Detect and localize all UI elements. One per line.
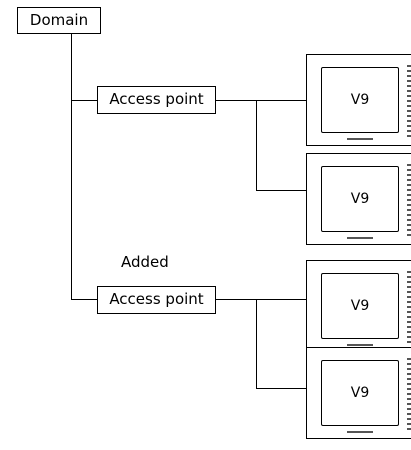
device-logo-bar bbox=[347, 344, 373, 346]
ap1-fork-line bbox=[256, 100, 257, 190]
device-screen: V9 bbox=[321, 273, 399, 339]
ap2-to-device4-line bbox=[256, 388, 307, 389]
added-label: Added bbox=[121, 253, 169, 271]
v9-device-3: V9 bbox=[306, 260, 411, 352]
domain-box: Domain bbox=[17, 7, 101, 34]
device-label: V9 bbox=[350, 385, 370, 401]
device-buttons bbox=[407, 271, 411, 343]
device-label: V9 bbox=[350, 92, 370, 108]
device-screen: V9 bbox=[321, 67, 399, 133]
device-logo-bar bbox=[347, 431, 373, 433]
device-label: V9 bbox=[350, 191, 370, 207]
v9-device-1: V9 bbox=[306, 54, 411, 146]
device-buttons bbox=[407, 164, 411, 236]
device-buttons bbox=[407, 65, 411, 137]
ap2-to-device3-line bbox=[215, 299, 307, 300]
device-logo-bar bbox=[347, 138, 373, 140]
access-point-box-2: Access point bbox=[97, 286, 216, 314]
branch-line-ap1 bbox=[71, 100, 98, 101]
v9-device-4: V9 bbox=[306, 347, 411, 439]
device-label: V9 bbox=[350, 298, 370, 314]
access-point-box-1: Access point bbox=[97, 86, 216, 114]
trunk-line bbox=[71, 34, 72, 299]
ap1-to-device2-line bbox=[256, 190, 307, 191]
ap2-fork-line bbox=[256, 299, 257, 388]
v9-device-2: V9 bbox=[306, 153, 411, 245]
device-screen: V9 bbox=[321, 360, 399, 426]
domain-label: Domain bbox=[29, 11, 89, 29]
access-point-label: Access point bbox=[109, 290, 204, 308]
access-point-label: Access point bbox=[109, 90, 204, 108]
device-screen: V9 bbox=[321, 166, 399, 232]
device-logo-bar bbox=[347, 237, 373, 239]
device-buttons bbox=[407, 358, 411, 430]
ap1-to-device1-line bbox=[215, 100, 307, 101]
branch-line-ap2 bbox=[71, 299, 98, 300]
